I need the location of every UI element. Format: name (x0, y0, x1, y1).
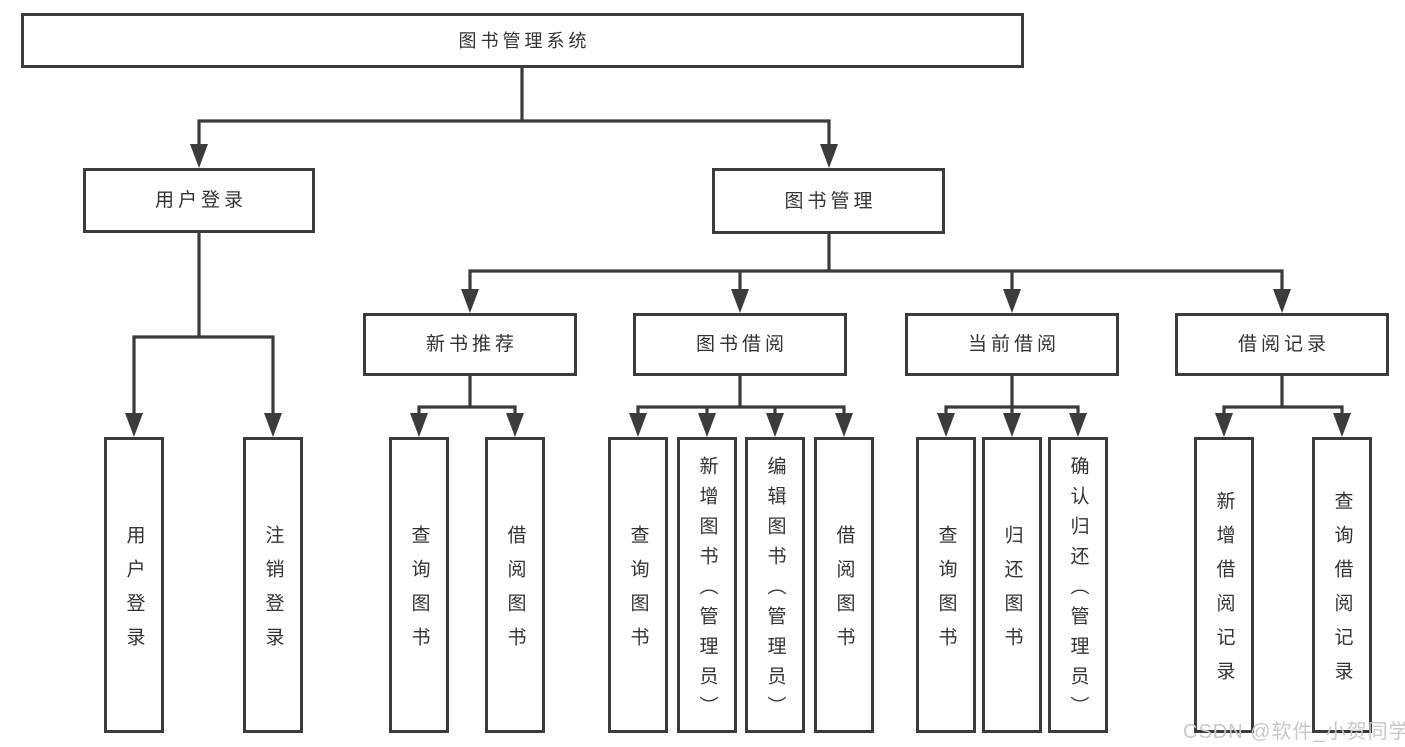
node-book-borrowing: 图书借阅 (633, 313, 847, 376)
leaf-user-login: 用户登录 (104, 437, 164, 733)
leaf-query-borrow-record: 查询借阅记录 (1312, 437, 1372, 733)
leaf-borrow-books-2: 借阅图书 (814, 437, 874, 733)
leaf-query-books-3: 查询图书 (916, 437, 976, 733)
leaf-query-books-2: 查询图书 (608, 437, 668, 733)
leaf-return-books-label: 归还图书 (1001, 524, 1023, 661)
leaf-edit-books-admin-label: 编辑图书（管理员） (764, 455, 786, 726)
node-current-borrowing: 当前借阅 (905, 313, 1119, 376)
node-book-management: 图书管理 (712, 168, 945, 234)
node-book-borrowing-label: 图书借阅 (695, 334, 788, 355)
leaf-user-login-label: 用户登录 (123, 524, 145, 661)
leaf-confirm-return-admin-label: 确认归还（管理员） (1067, 455, 1089, 726)
root-node-library-system: 图书管理系统 (21, 13, 1024, 68)
node-current-borrowing-label: 当前借阅 (967, 334, 1060, 355)
leaf-edit-books-admin: 编辑图书（管理员） (745, 437, 805, 733)
leaf-borrow-books-1: 借阅图书 (485, 437, 545, 733)
leaf-add-books-admin-label: 新增图书（管理员） (696, 455, 718, 726)
leaf-query-books-1-label: 查询图书 (408, 524, 430, 661)
leaf-query-books-2-label: 查询图书 (627, 524, 649, 661)
root-node-label: 图书管理系统 (458, 30, 591, 51)
leaf-add-borrow-record: 新增借阅记录 (1194, 437, 1254, 733)
arrowheads (125, 144, 1351, 437)
leaf-borrow-books-2-label: 借阅图书 (833, 524, 855, 661)
leaf-query-books-3-label: 查询图书 (935, 524, 957, 661)
node-borrow-records: 借阅记录 (1175, 313, 1389, 376)
leaf-logout: 注销登录 (243, 437, 303, 733)
node-book-management-label: 图书管理 (784, 190, 877, 212)
leaf-query-books-1: 查询图书 (389, 437, 449, 733)
leaf-add-books-admin: 新增图书（管理员） (677, 437, 737, 733)
node-new-book-recommend-label: 新书推荐 (425, 334, 518, 355)
node-user-login: 用户登录 (83, 168, 315, 233)
leaf-query-borrow-record-label: 查询借阅记录 (1331, 490, 1353, 695)
node-new-book-recommend: 新书推荐 (363, 313, 577, 376)
node-user-login-label: 用户登录 (154, 190, 247, 211)
leaf-return-books: 归还图书 (982, 437, 1042, 733)
leaf-logout-label: 注销登录 (262, 524, 284, 661)
leaf-borrow-books-1-label: 借阅图书 (504, 524, 526, 661)
leaf-confirm-return-admin: 确认归还（管理员） (1048, 437, 1108, 733)
node-borrow-records-label: 借阅记录 (1237, 334, 1330, 355)
leaf-add-borrow-record-label: 新增借阅记录 (1213, 490, 1235, 695)
